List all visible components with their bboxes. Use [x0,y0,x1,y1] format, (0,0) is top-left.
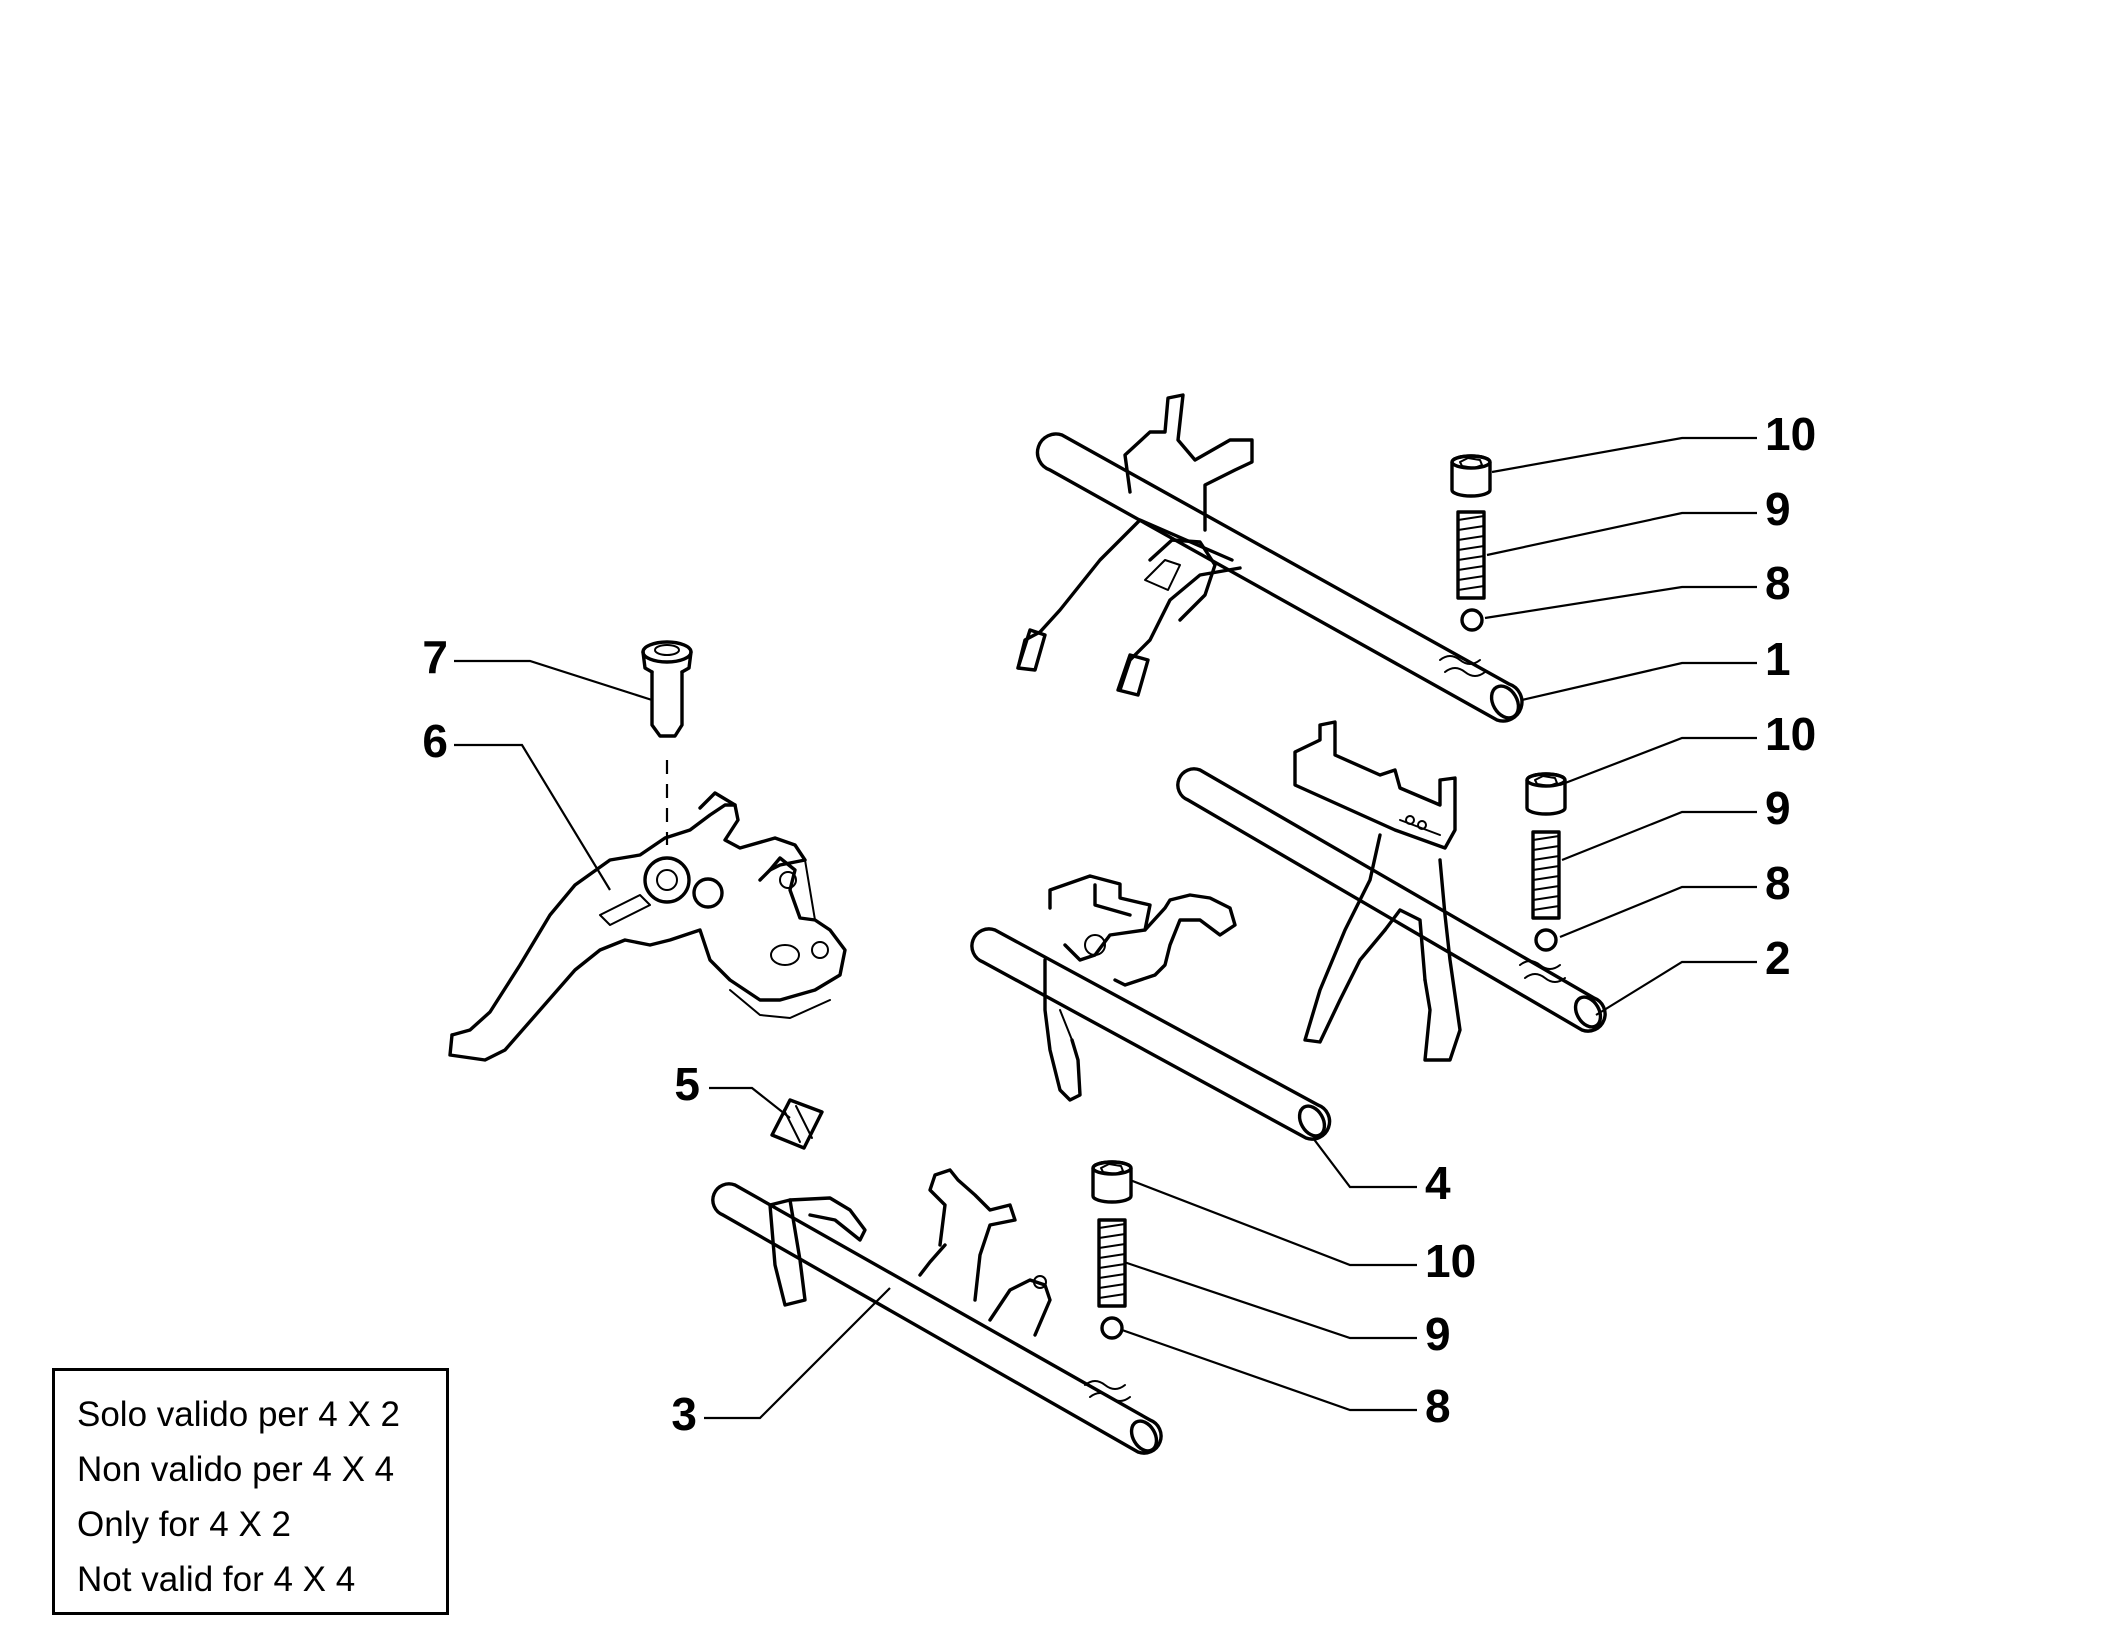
callout-8-upper: 8 [1765,557,1791,609]
callout-10-middle: 10 [1765,708,1816,760]
callout-8-lower: 8 [1425,1380,1451,1432]
callout-3: 3 [671,1388,697,1440]
detent-set-middle [1525,772,1567,952]
note-line-1: Solo valido per 4 X 2 [77,1395,400,1434]
part-7-pin [641,640,693,845]
callout-6: 6 [422,715,448,767]
detent-set-upper [1450,454,1492,632]
part-5-roll-pin [770,1098,824,1150]
callout-5: 5 [674,1058,700,1110]
applicability-note-box: Solo valido per 4 X 2 Non valido per 4 X… [52,1368,449,1615]
note-line-3: Only for 4 X 2 [77,1505,291,1544]
callout-labels: 10 9 8 1 10 9 8 2 4 10 9 8 3 5 6 7 [422,408,1816,1440]
callout-10-upper: 10 [1765,408,1816,460]
note-line-4: Not valid for 4 X 4 [77,1560,356,1599]
part-1-selector-rod-fork [1016,393,1524,723]
leader-lines [454,436,1757,1420]
callout-2: 2 [1765,932,1791,984]
callout-1: 1 [1765,633,1791,685]
part-6-shift-lever [448,791,847,1062]
part-2-selector-rod-fork [1176,720,1607,1062]
callout-4: 4 [1425,1157,1451,1209]
note-line-2: Non valido per 4 X 4 [77,1450,395,1489]
callout-10-lower: 10 [1425,1235,1476,1287]
detent-set-lower [1091,1160,1133,1340]
part-4-rod-bracket [970,874,1332,1141]
part-3-selector-rod-fork [711,1168,1163,1455]
callout-9-upper: 9 [1765,483,1791,535]
callout-8-middle: 8 [1765,857,1791,909]
callout-7: 7 [422,631,448,683]
callout-9-lower: 9 [1425,1308,1451,1360]
callout-9-middle: 9 [1765,782,1791,834]
